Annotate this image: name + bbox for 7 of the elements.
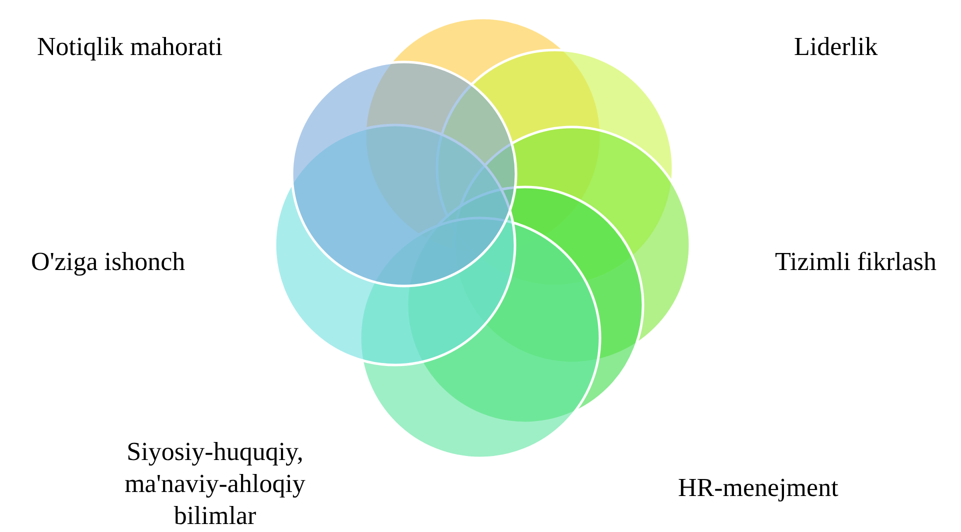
skill-label: Tizimli fikrlash <box>775 246 937 278</box>
skill-label: HR-menejment <box>678 472 838 504</box>
skill-label: Liderlik <box>794 31 878 63</box>
translucent-circle <box>290 60 518 288</box>
skill-label: Notiqlik mahorati <box>37 31 223 63</box>
skill-label: Siyosiy-huquqiy, ma'naviy-ahloqiy bilimlar <box>124 436 306 532</box>
skill-label: O'ziga ishonch <box>31 246 186 278</box>
